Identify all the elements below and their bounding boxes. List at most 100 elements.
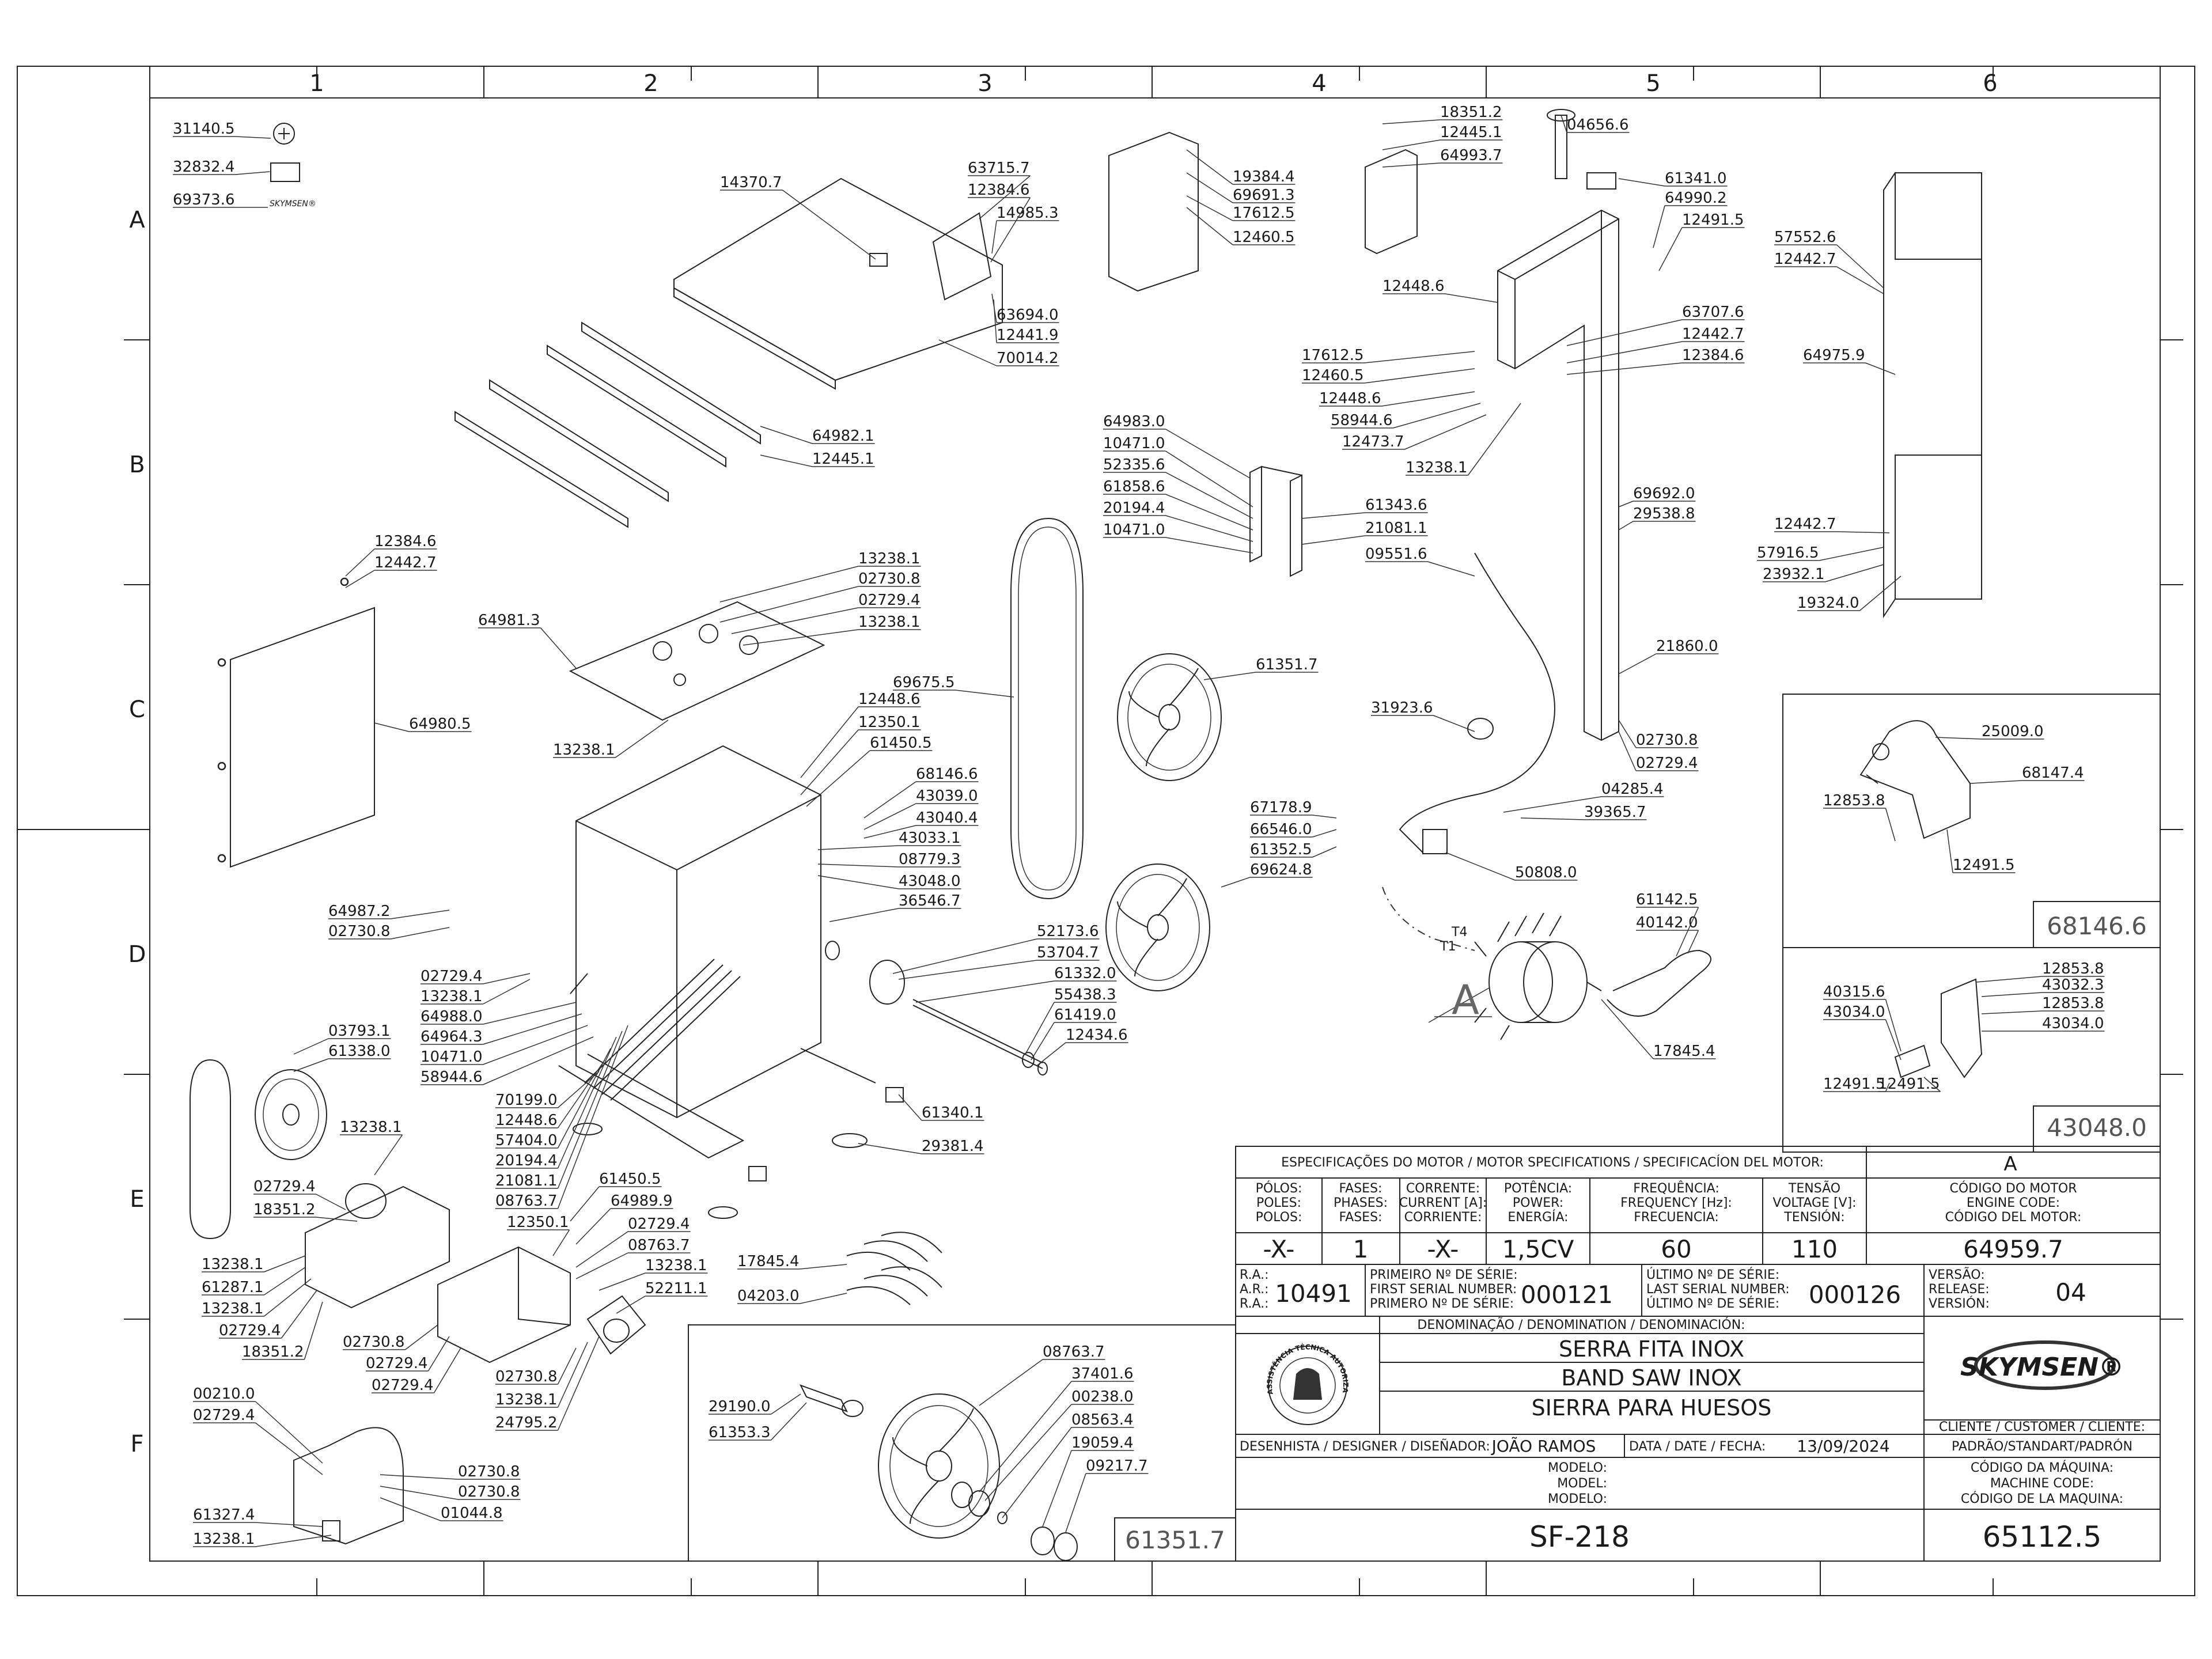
leader-line [1203,672,1256,680]
leader-line [1981,1010,2043,1014]
current-value: -X- [1427,1235,1459,1263]
authorized-service-seal: ASSISTÊNCIA TÉCNICA AUTORIZADA [0,0,1350,1425]
part-number-label: 61858.6 [1103,478,1165,495]
leader-line [1312,829,1337,838]
first-serial-value: 000121 [1521,1281,1613,1309]
denomination-label: DENOMINAÇÃO / DENOMINATION / DENOMINACIÓ… [1417,1317,1745,1332]
leader-line [557,1048,611,1149]
leader-line [1364,351,1475,363]
part-number-label: 25009.0 [1982,723,2044,740]
part-number-label: 24795.2 [495,1414,558,1431]
part-number-label: 02729.4 [219,1322,281,1339]
motor-pulley-sketch [255,1069,327,1160]
spec-header-label: POLES: [1256,1196,1301,1210]
leader-line [1618,653,1657,675]
brand-text: SKYMSEN® [1960,1353,2124,1382]
part-number-label: 12448.6 [1319,390,1381,407]
leader-line [898,960,1037,980]
part-number-label: 20194.4 [495,1152,558,1169]
leader-line [1935,737,1982,740]
part-number-label: 10471.0 [1103,435,1165,452]
model-value: SF-218 [1529,1520,1630,1554]
leader-line [1618,501,1634,507]
part-number-label: 13238.1 [340,1119,402,1136]
part-number-label: 12853.8 [1823,792,1885,809]
part-number-label: 12853.8 [2042,995,2104,1012]
leader-line [1165,494,1253,531]
spec-header-label: FRECUENCIA: [1634,1210,1719,1225]
grid-column-label: 4 [1312,70,1326,97]
part-number-label: 64981.3 [478,612,540,629]
leader-line [1836,266,1884,294]
part-number-label: 40315.6 [1823,983,1885,1001]
leader-line [1885,1082,1890,1092]
grid-column-label: 1 [309,70,324,97]
part-number-label: 04656.6 [1567,116,1629,134]
part-number-label: 02730.8 [343,1334,405,1351]
leader-line [1836,244,1884,289]
leader-line [1382,162,1441,168]
leader-line [293,1058,329,1072]
part-number-label: 12442.7 [374,554,437,571]
leader-line [858,1143,922,1154]
leader-line [552,1229,570,1256]
motor-spec-header: ESPECIFICAÇÕES DO MOTOR / MOTOR SPECIFIC… [1281,1154,1824,1170]
part-number-label: 12448.6 [1382,278,1445,295]
spec-header-label: CÓDIGO DO MOTOR [1949,1181,2077,1196]
part-number-label: 43040.4 [916,809,978,827]
spec-header-label: VOLTAGE [V]: [1772,1196,1856,1210]
skymsen-logo: SKYMSEN® [1960,1340,2124,1390]
part-number-label: 61142.5 [1636,891,1698,908]
leader-line [863,825,916,839]
part-number-label: 02730.8 [328,923,391,940]
part-number-label: 61419.0 [1054,1006,1116,1024]
leader-line [1618,178,1665,187]
leader-line [575,1252,628,1279]
part-number-label: 50808.0 [1515,864,1577,881]
leader-line [817,863,899,868]
part-number-label: 61340.1 [922,1104,984,1122]
grid-row-label: D [128,941,146,968]
leader-line [817,875,899,889]
logo-sticker-mark: SKYMSEN® [270,199,316,209]
part-number-label: 00238.0 [1071,1388,1134,1406]
rails-sketch [454,321,761,528]
leader-lines [173,115,2105,1547]
leader-line [1618,521,1634,531]
leader-line [1312,815,1337,819]
part-number-label: 13238.1 [202,1256,264,1273]
part-number-label: 31923.6 [1371,699,1433,717]
leader-line [1445,293,1498,303]
part-number-label: 58944.6 [421,1069,483,1086]
leader-line [1165,472,1253,519]
part-number-label: 12448.6 [858,691,921,708]
part-number-label: 64990.2 [1665,190,1727,207]
leader-line [800,1293,847,1304]
leader-line [817,845,899,850]
detail-a-marker: A [1452,976,1479,1024]
leader-line [1036,1042,1066,1066]
leader-line [380,1497,441,1521]
part-number-label: 00210.0 [193,1385,255,1403]
cable-sketch [1399,552,1555,853]
motor-mount-sketch [437,1246,571,1363]
leader-line [719,586,859,623]
belt-sketch [190,1059,231,1240]
spec-header-label: TENSÃO [1788,1180,1840,1196]
leader-line [1946,829,1953,873]
leader-line [1165,515,1253,542]
leader-line [1221,877,1251,888]
leader-line [557,1336,600,1431]
leader-line [1165,429,1251,479]
leader-line [615,719,669,758]
leader-line [1566,341,1683,363]
terminal-t1: T1 [1440,940,1456,954]
machine-code-value: 65112.5 [1983,1520,2102,1554]
leader-line [235,171,270,175]
leader-line [380,1474,459,1480]
leader-line [616,1296,646,1314]
leader-line [979,1359,1043,1406]
phases-value: 1 [1353,1235,1369,1263]
leader-line [599,1272,646,1291]
leader-line [743,629,859,646]
